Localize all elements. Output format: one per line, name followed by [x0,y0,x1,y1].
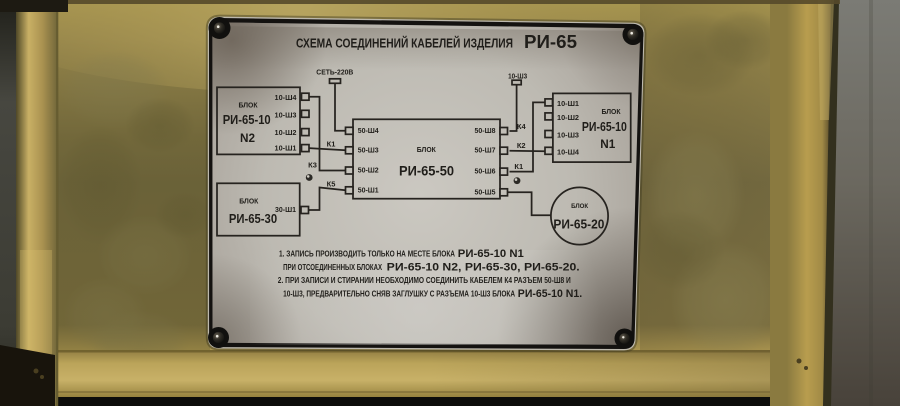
svg-text:10-Ш2: 10-Ш2 [557,115,579,122]
svg-text:N2: N2 [240,131,255,145]
svg-text:СХЕМА СОЕДИНЕНИЙ КАБЕЛЕЙ ИЗДЕЛ: СХЕМА СОЕДИНЕНИЙ КАБЕЛЕЙ ИЗДЕЛИЯ [296,36,513,51]
svg-text:РИ-65-10: РИ-65-10 [582,120,627,134]
svg-text:БЛОК: БЛОК [239,198,259,205]
svg-text:СЕТЬ-220В: СЕТЬ-220В [316,68,354,77]
svg-text:50-Ш6: 50-Ш6 [475,169,496,176]
svg-text:10-Ш3: 10-Ш3 [508,73,527,80]
svg-text:10-Ш2: 10-Ш2 [275,130,297,137]
svg-text:РИ-65-30: РИ-65-30 [229,211,277,226]
svg-text:10-Ш3: 10-Ш3 [557,133,579,140]
svg-text:БЛОК: БЛОК [417,147,437,154]
svg-text:РИ-65-20: РИ-65-20 [553,217,604,232]
svg-text:БЛОК: БЛОК [602,109,622,116]
svg-text:50-Ш8: 50-Ш8 [475,128,496,135]
svg-text:30-Ш1: 30-Ш1 [275,207,296,214]
svg-text:К4: К4 [517,122,527,131]
svg-text:К1: К1 [514,162,523,171]
svg-text:N1: N1 [600,137,615,151]
svg-text:БЛОК: БЛОК [239,102,259,109]
svg-text:РИ-65-10 N1: РИ-65-10 N1 [458,248,524,260]
svg-text:РИ-65-10: РИ-65-10 [223,113,271,127]
svg-text:РИ-65-10 N2, РИ-65-30, РИ-65-2: РИ-65-10 N2, РИ-65-30, РИ-65-20. [387,262,580,274]
svg-text:1. ЗАПИСЬ ПРОИЗВОДИТЬ ТОЛЬКО Н: 1. ЗАПИСЬ ПРОИЗВОДИТЬ ТОЛЬКО НА МЕСТЕ БЛ… [279,250,455,259]
svg-text:10-Ш1: 10-Ш1 [275,145,297,152]
svg-text:К1: К1 [327,139,336,148]
svg-text:К3: К3 [308,160,317,169]
svg-text:РИ-65-10 N1.: РИ-65-10 N1. [518,288,582,300]
svg-text:РИ-65-50: РИ-65-50 [399,162,454,178]
svg-text:50-Ш1: 50-Ш1 [358,188,379,195]
svg-text:10-Ш3: 10-Ш3 [275,112,297,119]
svg-text:2. ПРИ ЗАПИСИ И СТИРАНИИ НЕОБХ: 2. ПРИ ЗАПИСИ И СТИРАНИИ НЕОБХОДИМО СОЕД… [278,276,571,285]
svg-text:50-Ш3: 50-Ш3 [358,148,379,155]
svg-text:К5: К5 [327,180,336,189]
svg-text:10-Ш3, ПРЕДВАРИТЕЛЬНО СНЯВ ЗАГ: 10-Ш3, ПРЕДВАРИТЕЛЬНО СНЯВ ЗАГЛУШКУ С РА… [283,290,515,299]
svg-text:50-Ш4: 50-Ш4 [358,128,379,135]
svg-text:БЛОК: БЛОК [571,203,588,210]
svg-text:К2: К2 [517,141,526,150]
svg-text:10-Ш4: 10-Ш4 [275,95,297,102]
svg-text:РИ-65: РИ-65 [524,32,577,52]
svg-text:50-Ш5: 50-Ш5 [475,190,496,197]
svg-text:50-Ш7: 50-Ш7 [475,148,496,155]
svg-text:10-Ш1: 10-Ш1 [557,101,579,108]
svg-text:ПРИ ОТСОЕДИНЕННЫХ БЛОКАХ: ПРИ ОТСОЕДИНЕННЫХ БЛОКАХ [283,263,382,272]
svg-text:10-Ш4: 10-Ш4 [557,149,579,156]
svg-text:50-Ш2: 50-Ш2 [358,168,379,175]
